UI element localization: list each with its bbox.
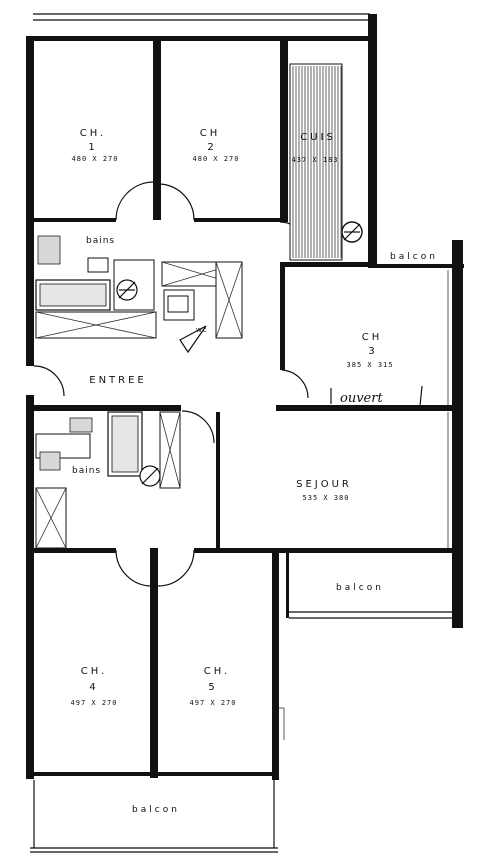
- upper-bathroom: [35, 235, 243, 354]
- top-balcony-rail: [33, 13, 370, 21]
- room-ch1-dims: 480 X 270: [72, 155, 119, 163]
- room-ch4-number: 4: [89, 682, 98, 693]
- bains-top-label: bains: [86, 236, 115, 246]
- balcon-top-label: balcon: [390, 252, 438, 262]
- room-ch2-name: CH: [200, 128, 221, 139]
- room-ch4-name: CH.: [81, 666, 108, 677]
- kitchen-counter: [289, 63, 343, 261]
- room-ch3-dims: 385 X 315: [347, 361, 394, 369]
- balcon-mid-label: balcon: [336, 583, 384, 593]
- room-ch5-number: 5: [208, 682, 217, 693]
- bottom-balcony: [30, 780, 278, 853]
- room-ch1-number: 1: [88, 142, 97, 153]
- room-ch2-number: 2: [207, 142, 216, 153]
- room-cuis-dims: 437 X 183: [292, 156, 339, 164]
- room-entree-name: ENTREE: [89, 375, 147, 386]
- ch5-window: [278, 707, 285, 740]
- room-sejour-name: SEJOUR: [296, 479, 352, 490]
- bains-bottom-label: bains: [72, 466, 101, 476]
- room-ch3-name: CH: [362, 332, 383, 343]
- balcon-bottom-label: balcon: [132, 805, 180, 815]
- doors: [33, 181, 309, 587]
- walls: [26, 14, 464, 780]
- room-ch4-dims: 497 X 270: [71, 699, 118, 707]
- wc-label: wc: [196, 326, 208, 334]
- room-ch1-name: CH.: [80, 128, 107, 139]
- room-cuis-name: CUIS: [300, 132, 336, 143]
- ouvert-annotation: ouvert: [340, 391, 383, 406]
- middle-balcony: [289, 611, 452, 619]
- room-ch5-name: CH.: [204, 666, 231, 677]
- kitchen-sink: [341, 221, 363, 243]
- room-sejour-dims: 535 X 380: [303, 494, 350, 502]
- room-ch2-dims: 480 X 270: [193, 155, 240, 163]
- room-ch5-dims: 497 X 270: [190, 699, 237, 707]
- room-ch3-number: 3: [368, 346, 377, 357]
- lower-bathroom: [35, 411, 181, 549]
